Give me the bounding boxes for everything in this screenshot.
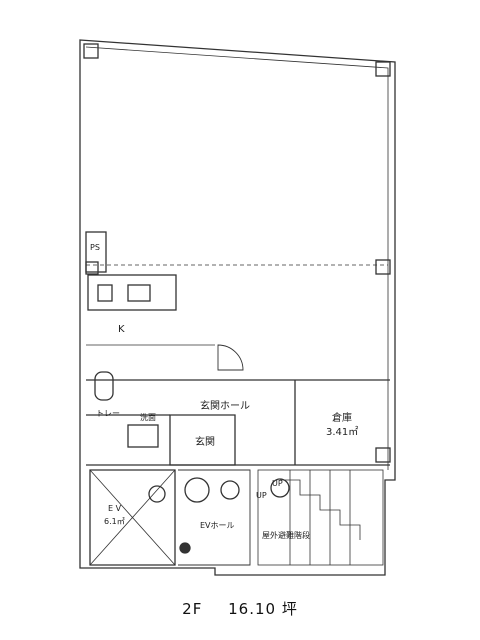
toilet-fixture [94, 371, 114, 401]
column [375, 447, 391, 463]
label-storage-area: 3.41㎡ [326, 427, 359, 438]
ev-diagonal-2 [89, 469, 176, 566]
outer-wall [79, 39, 396, 576]
symbol-circle-3 [270, 478, 290, 498]
inner-wall-line [85, 46, 389, 470]
column [83, 43, 99, 59]
label-storage: 倉庫 [332, 413, 352, 424]
label-entrance-hall: 玄関ホール [200, 401, 250, 412]
ps-shaft [85, 231, 107, 273]
label-ev: E V [108, 504, 122, 513]
label-toilet: トレー [96, 409, 120, 418]
ev-hall-box [178, 469, 251, 566]
area-label: 16.10 坪 [228, 600, 298, 618]
label-outdoor-stairs: 屋外避難階段 [262, 531, 310, 540]
label-ev-area: 6.1㎡ [104, 517, 125, 526]
label-up-1: UP [256, 491, 267, 500]
symbol-circle-2 [220, 480, 240, 500]
floor-caption: 2F 16.10 坪 [0, 598, 480, 619]
outdoor-stairs [257, 469, 384, 566]
floor-label: 2F [182, 600, 203, 618]
symbol-circle-1 [148, 485, 166, 503]
door-swing [217, 344, 244, 371]
wash-basin [127, 424, 159, 448]
label-kitchen: K [118, 324, 125, 335]
label-washroom: 洗面 [140, 413, 156, 422]
sink [97, 284, 113, 302]
label-entrance: 玄関 [195, 437, 215, 448]
drain-symbol [179, 542, 191, 554]
label-ps: PS [90, 243, 100, 252]
column [375, 259, 391, 275]
column [375, 61, 391, 77]
stove [127, 284, 151, 302]
label-up-2: UP [272, 479, 283, 488]
column [85, 261, 99, 275]
kitchen-counter [87, 274, 177, 311]
label-elevator-hall: EVホール [200, 521, 235, 530]
symbol-circle-4 [184, 477, 210, 503]
